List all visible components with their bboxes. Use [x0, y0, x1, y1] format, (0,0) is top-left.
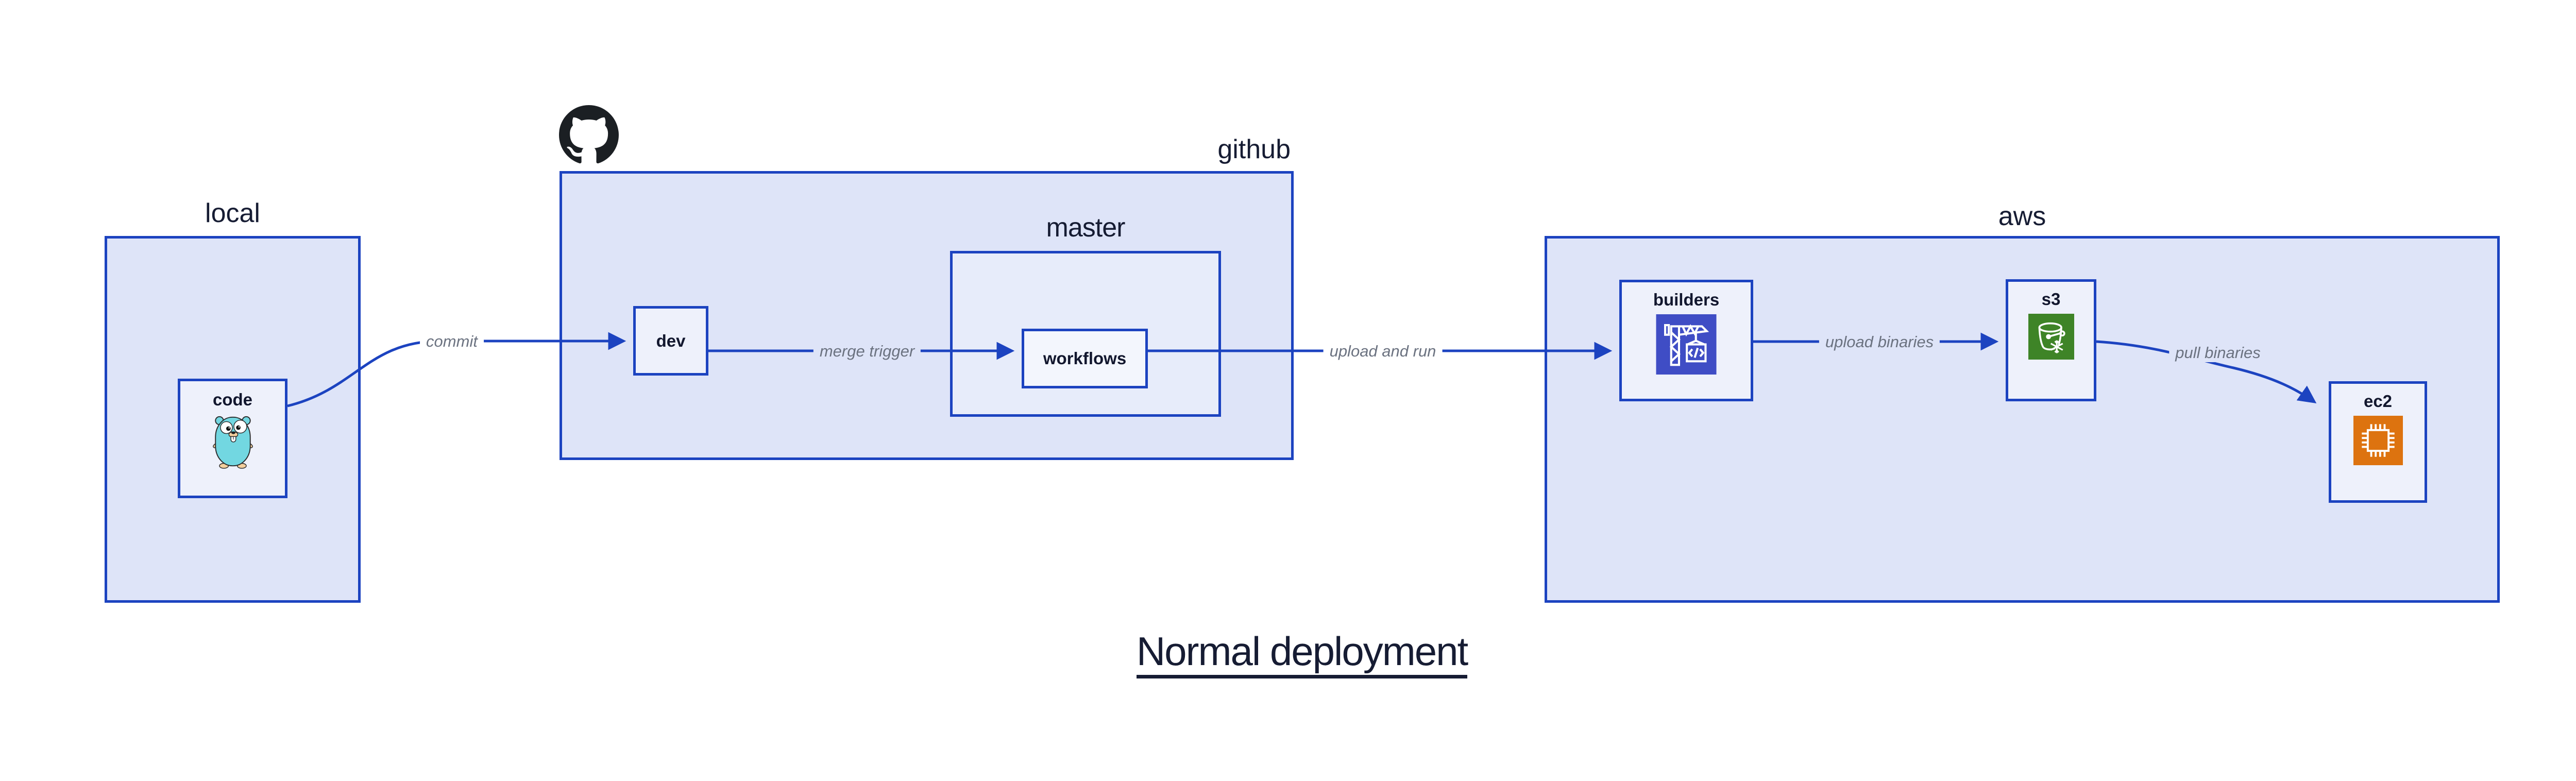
node-builders-label: builders	[1653, 290, 1720, 309]
aws-s3-bucket-icon	[2028, 314, 2074, 362]
group-label-aws: aws	[1998, 201, 2046, 231]
aws-ec2-chip-icon	[2353, 416, 2403, 468]
edge-label-commit: commit	[420, 332, 484, 351]
node-code: code	[178, 379, 287, 498]
node-dev-label: dev	[656, 331, 686, 350]
diagram-title-text: Normal deployment	[1136, 629, 1468, 678]
diagram-title: Normal deployment	[1044, 627, 1560, 678]
node-workflows: workflows	[1022, 329, 1148, 388]
group-label-github: github	[1217, 134, 1291, 164]
node-workflows-label: workflows	[1043, 349, 1127, 368]
node-code-label: code	[212, 390, 253, 409]
go-gopher-icon	[212, 414, 253, 471]
edge-label-upload-binaries: upload binaries	[1819, 333, 1940, 351]
group-label-local: local	[205, 198, 260, 228]
edge-label-merge-trigger: merge trigger	[813, 342, 921, 361]
group-label-master: master	[1046, 213, 1126, 243]
edge-label-pull-binaries: pull binaries	[2169, 344, 2267, 362]
node-s3: s3	[2006, 279, 2096, 401]
node-dev: dev	[633, 306, 708, 376]
edge-label-upload-and-run: upload and run	[1323, 342, 1443, 361]
node-s3-label: s3	[2041, 290, 2061, 309]
node-ec2-label: ec2	[2363, 392, 2393, 411]
aws-codebuild-icon	[1656, 314, 1717, 377]
github-octocat-logo-icon	[559, 105, 619, 165]
node-ec2: ec2	[2329, 381, 2427, 503]
node-builders: builders	[1619, 280, 1753, 401]
